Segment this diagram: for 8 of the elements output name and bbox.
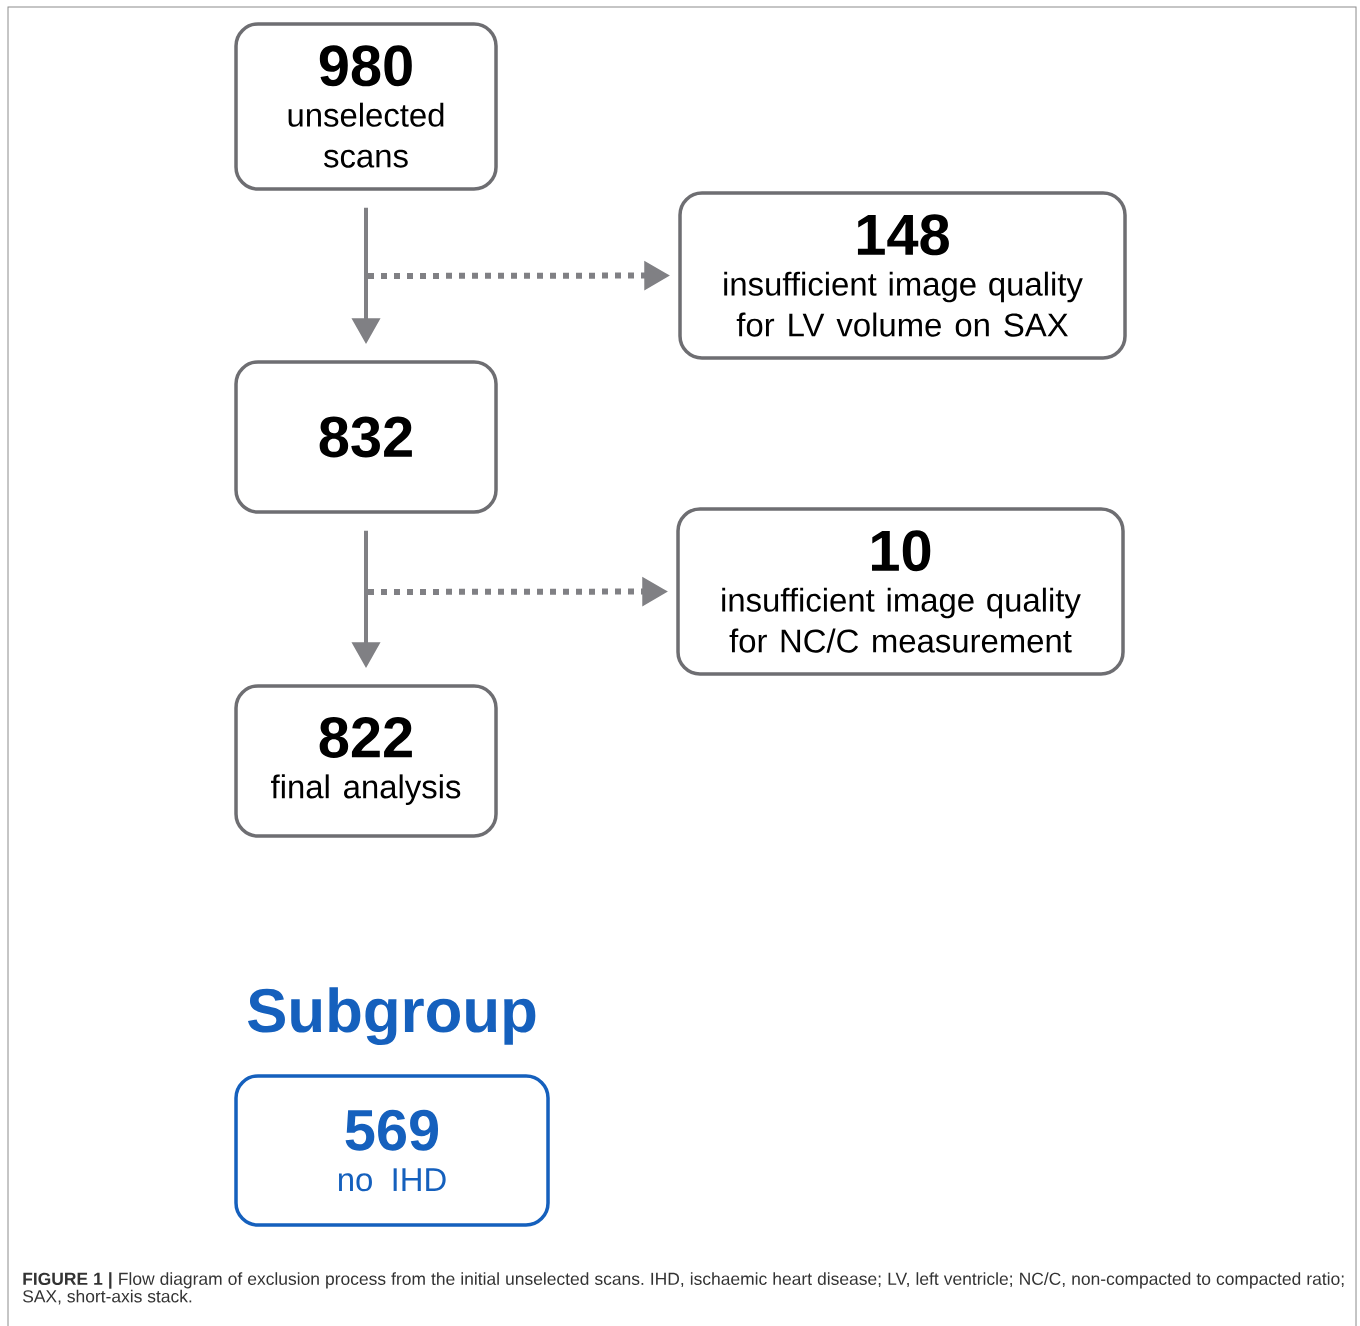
process-box: 822 final analysis: [234, 684, 498, 838]
process-box: 10 insufficient image quality for NC/C measurement: [676, 507, 1125, 676]
heading-text: Subgroup: [248, 987, 536, 1046]
process-box: 569 no IHD: [234, 1074, 550, 1227]
caption: FIGURE 1 | Flow diagram of exclusion process from the initial unselected scans. IHD, ischaemic heart disease; LV, left ventricle; NC/C, non-compacted to compacted ratio; SAX, short-axis stack.: [23, 1272, 1344, 1305]
process-box: 148 insufficient image quality for LV volume on SAX: [678, 191, 1127, 360]
process-box: 832: [234, 360, 498, 514]
process-box: 980 unselected scans: [234, 22, 498, 191]
